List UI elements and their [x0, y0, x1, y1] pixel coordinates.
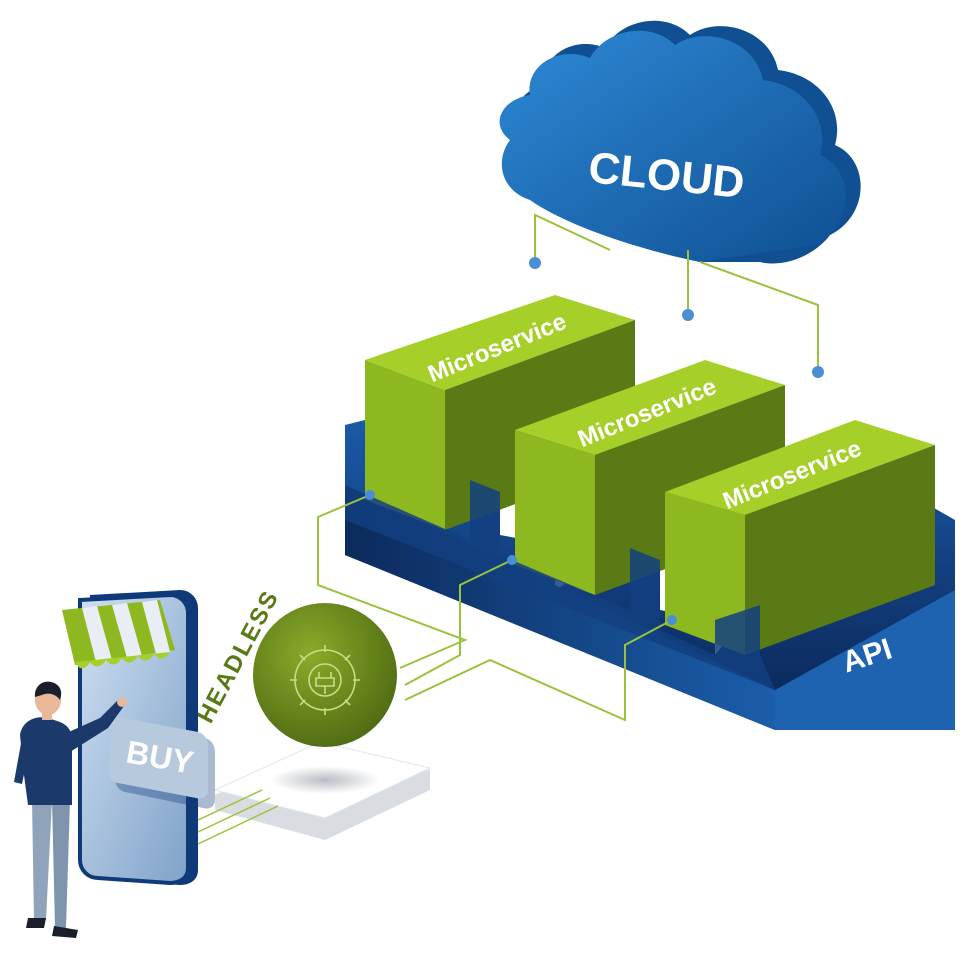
cloud-node-dot	[682, 309, 694, 321]
cloud-shape: CLOUD	[499, 20, 861, 264]
cloud-node-dot	[529, 257, 541, 269]
awning-icon	[62, 600, 175, 669]
cloud-connectors	[534, 213, 819, 372]
headless-platform	[213, 741, 432, 840]
api-connectors	[317, 494, 673, 722]
cloud-node-dot	[812, 366, 824, 378]
microservice-block: Microservice	[665, 420, 935, 655]
api-front-rim	[345, 480, 775, 690]
phone-connectors	[197, 789, 279, 845]
api-node-dot	[365, 490, 375, 500]
person-icon	[14, 681, 127, 938]
phone-storefront: BUY	[62, 590, 279, 886]
gear-plug-icon	[290, 645, 360, 715]
api-node-dot	[507, 555, 517, 565]
headless-orb	[253, 603, 397, 747]
api-node-dot	[667, 615, 677, 625]
buy-button[interactable]: BUY	[108, 716, 215, 809]
